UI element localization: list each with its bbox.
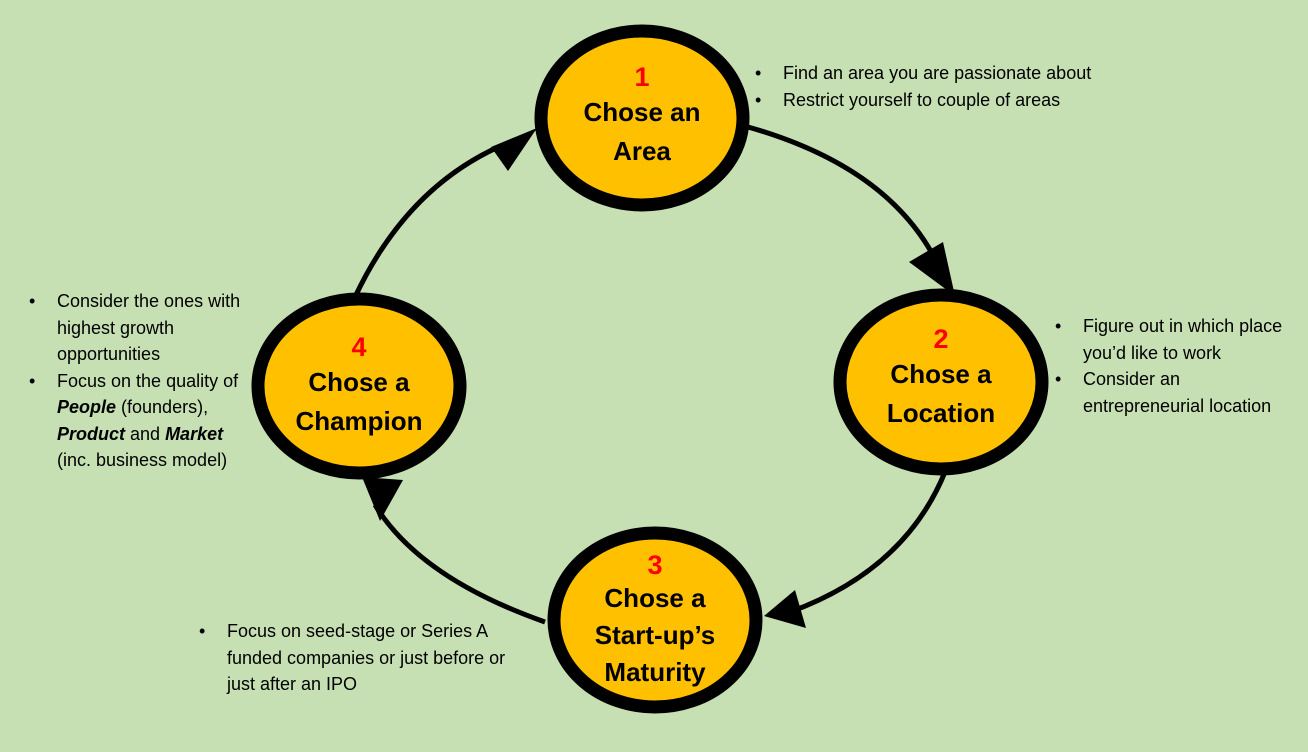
note-item: Restrict yourself to couple of areas xyxy=(753,87,1173,114)
node-location-ellipse xyxy=(833,288,1049,476)
arrowhead-to-maturity xyxy=(764,590,806,628)
node-area: 1 Chose an Area xyxy=(552,52,732,182)
node-area-ellipse xyxy=(534,24,750,212)
node-maturity-title: Chose a Start-up’s Maturity xyxy=(594,583,716,688)
arc-location-to-maturity xyxy=(789,471,948,615)
emphasis-market: Market xyxy=(165,423,224,444)
node-area-title: Chose an Area xyxy=(583,96,701,166)
note-item: Find an area you are passionate about xyxy=(753,60,1173,87)
emphasis-people: People xyxy=(57,397,117,417)
node-maturity: 3 Chose a Start-up’s Maturity xyxy=(562,548,748,694)
node-area-number: 1 xyxy=(634,62,650,93)
node-champion-ellipse xyxy=(251,292,467,480)
node-champion-number: 4 xyxy=(351,332,367,363)
arc-maturity-to-champion xyxy=(372,503,546,625)
node-champion: 4 Chose a Champion xyxy=(269,322,449,452)
node-maturity-number: 3 xyxy=(647,549,663,580)
notes-maturity: Focus on seed-stage or Series A funded c… xyxy=(197,618,532,698)
notes-area: Find an area you are passionate about Re… xyxy=(753,60,1173,113)
note-item: Consider an entrepreneurial location xyxy=(1053,366,1303,419)
note-item: Consider the ones with highest growth op… xyxy=(27,288,257,368)
note-item: Figure out in which place you’d like to … xyxy=(1053,313,1303,366)
note-item: Focus on seed-stage or Series A funded c… xyxy=(197,618,532,698)
notes-champion: Consider the ones with highest growth op… xyxy=(27,288,257,474)
note-item: Focus on the quality of People (founders… xyxy=(27,368,257,474)
node-location: 2 Chose a Location xyxy=(851,314,1031,444)
node-champion-title: Chose a Champion xyxy=(295,366,423,436)
notes-location: Figure out in which place you’d like to … xyxy=(1053,313,1303,419)
node-location-number: 2 xyxy=(933,324,949,355)
emphasis-product: Product xyxy=(57,423,126,444)
arrowhead-to-location xyxy=(909,242,955,296)
node-location-title: Chose a Location xyxy=(886,358,996,428)
arrowhead-to-area xyxy=(491,128,537,171)
arrowhead-to-champion xyxy=(362,477,403,521)
arc-area-to-location xyxy=(747,124,947,279)
arc-champion-to-area xyxy=(352,137,516,299)
node-maturity-ellipse xyxy=(547,526,763,714)
